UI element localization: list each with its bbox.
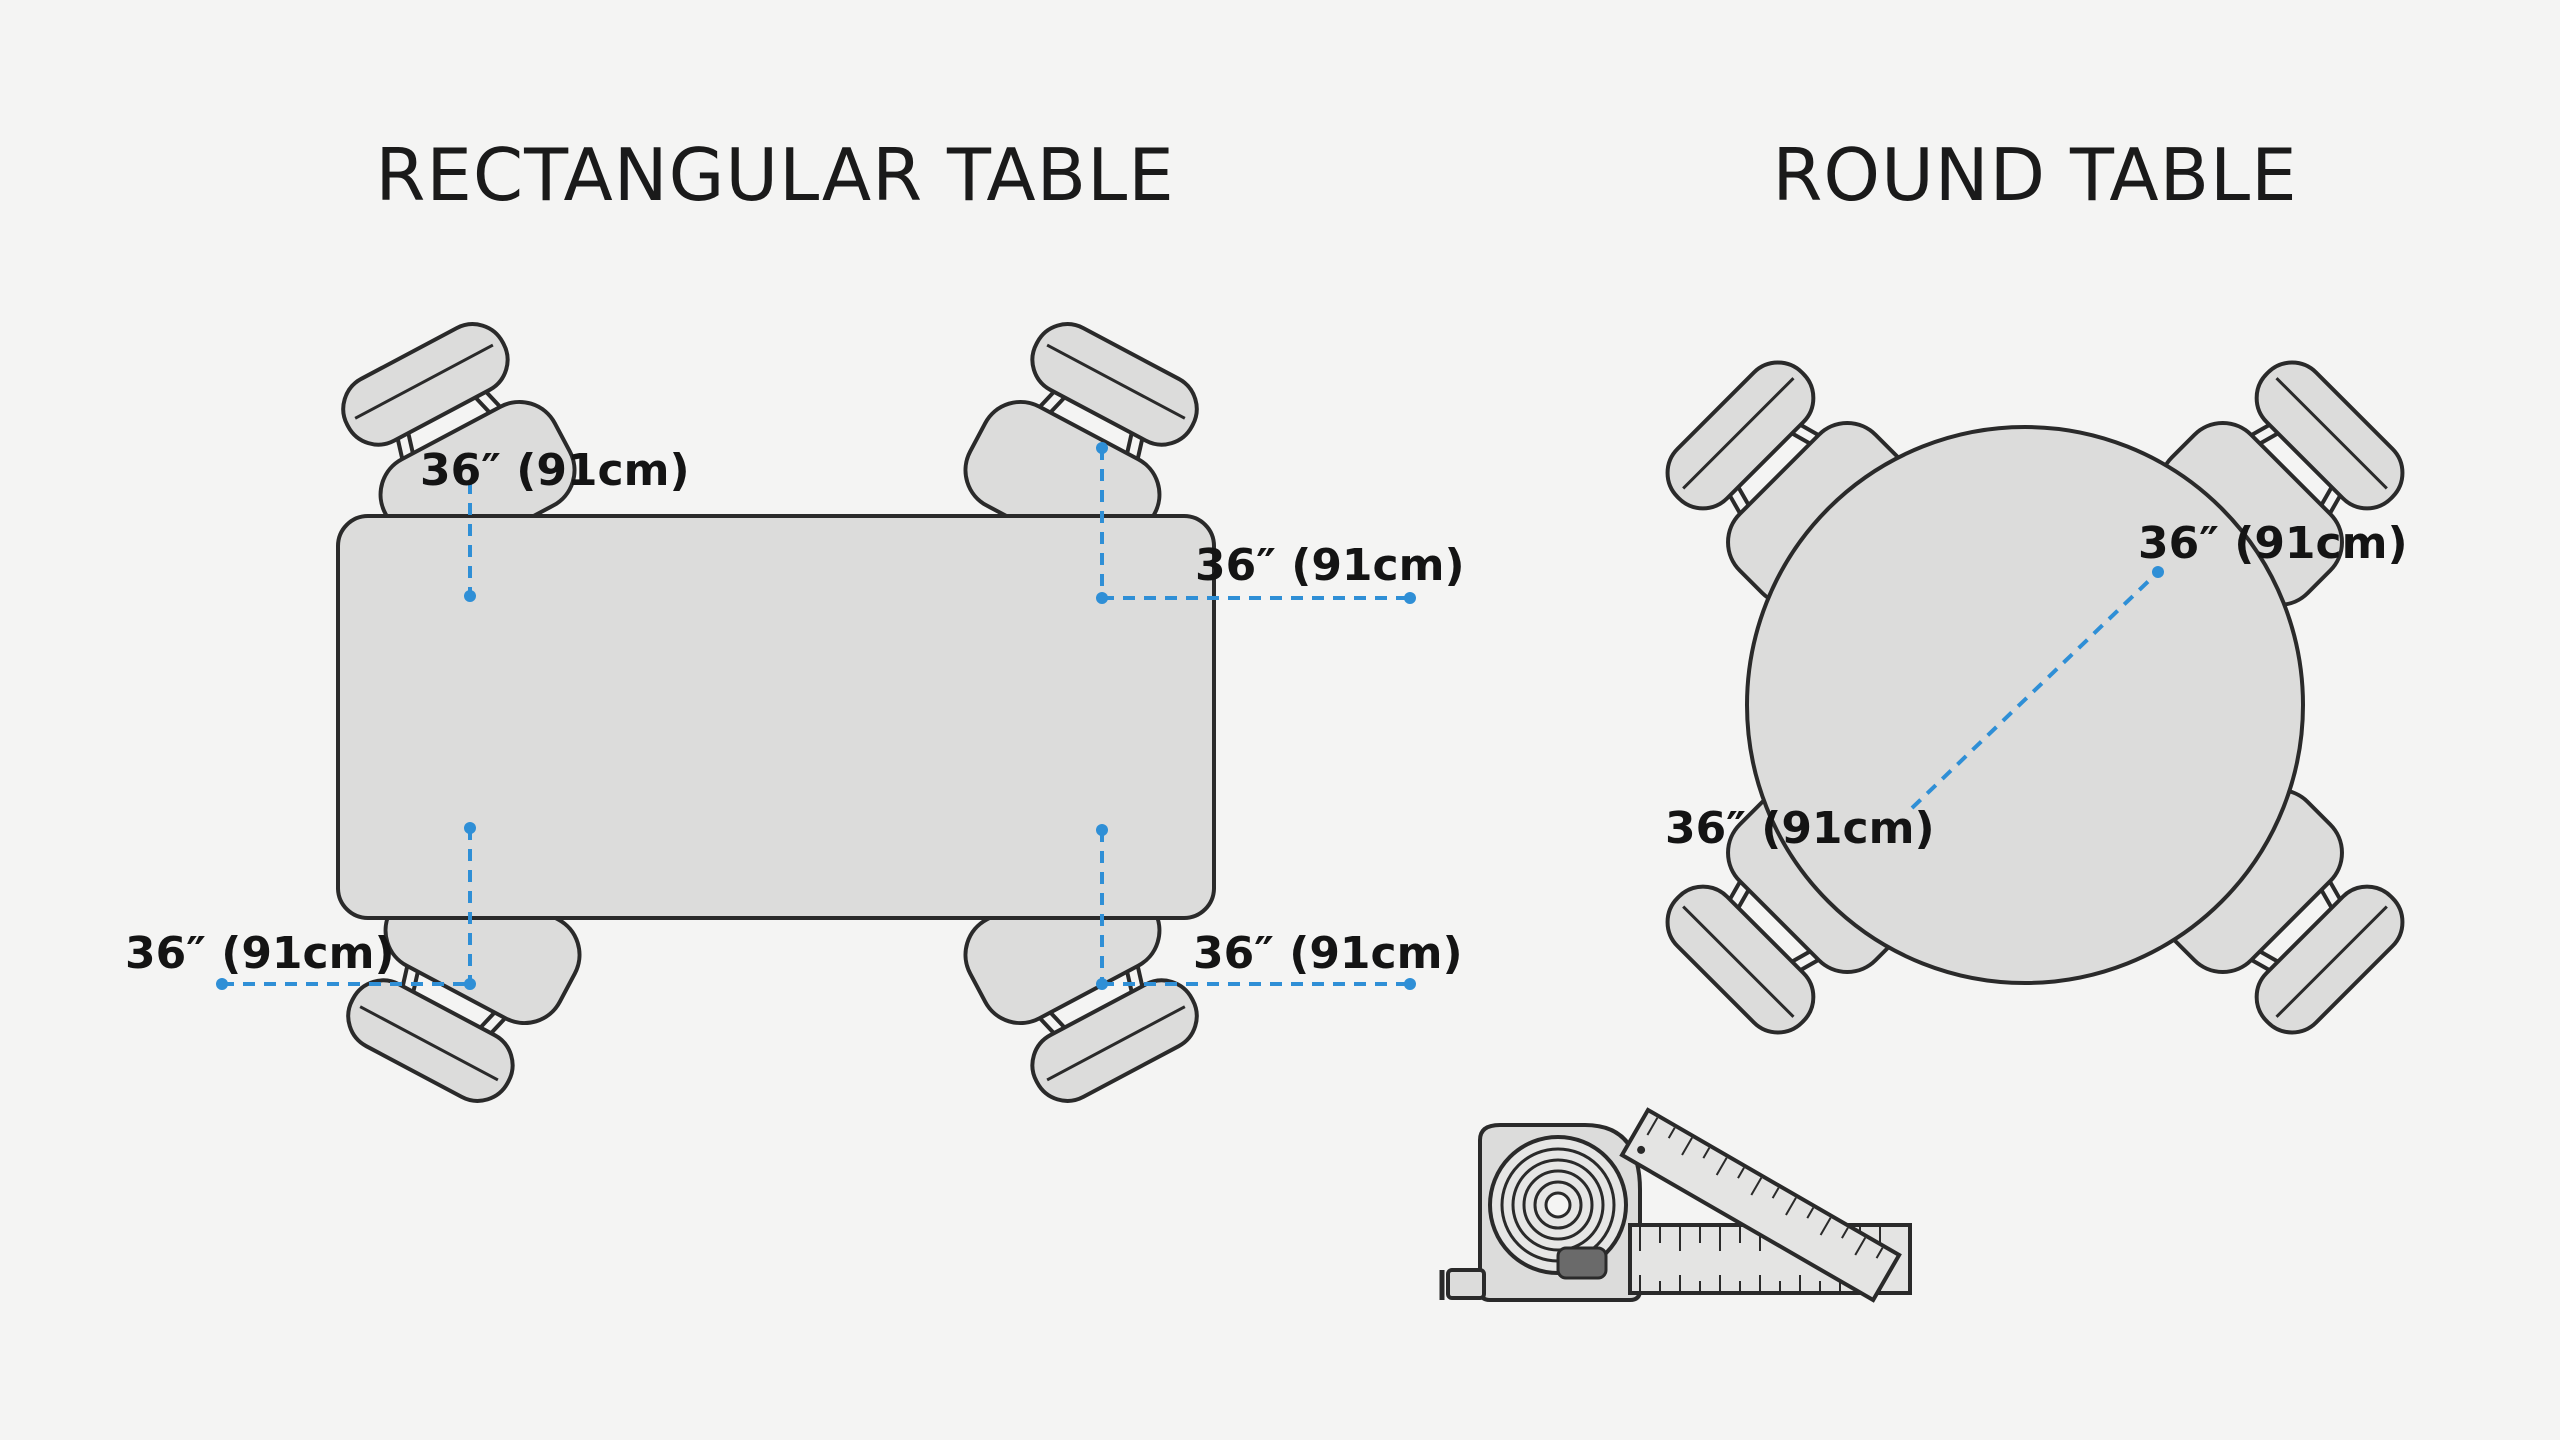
rect-measure-lines bbox=[216, 442, 1416, 990]
round-table-title: ROUND TABLE bbox=[1772, 133, 2297, 217]
round-table-top bbox=[1745, 425, 2305, 985]
dimension-label-round-top: 36″ (91cm) bbox=[2138, 518, 2408, 569]
round-table-layout: 36″ (91cm) 36″ (91cm) bbox=[1648, 343, 2422, 1052]
dimension-label-rect-bottom-left: 36″ (91cm) bbox=[125, 928, 395, 979]
dimension-label-rect-bottom-right: 36″ (91cm) bbox=[1193, 928, 1463, 979]
rectangular-table-layout: 36″ (91cm) 36″ (91cm) 36″ (91cm) 36″ (91… bbox=[125, 308, 1465, 1116]
round-measure-line bbox=[1910, 566, 2164, 810]
rectangular-table-title: RECTANGULAR TABLE bbox=[375, 133, 1174, 217]
tape-measure-icon bbox=[1439, 1123, 1642, 1302]
rectangular-table-top bbox=[336, 514, 1216, 920]
folding-ruler-icon bbox=[1619, 1107, 1912, 1303]
dimension-label-round-bottom: 36″ (91cm) bbox=[1665, 803, 1935, 854]
dimension-label-rect-top-right: 36″ (91cm) bbox=[1195, 540, 1465, 591]
dimension-label-rect-top-left: 36″ (91cm) bbox=[420, 445, 690, 496]
